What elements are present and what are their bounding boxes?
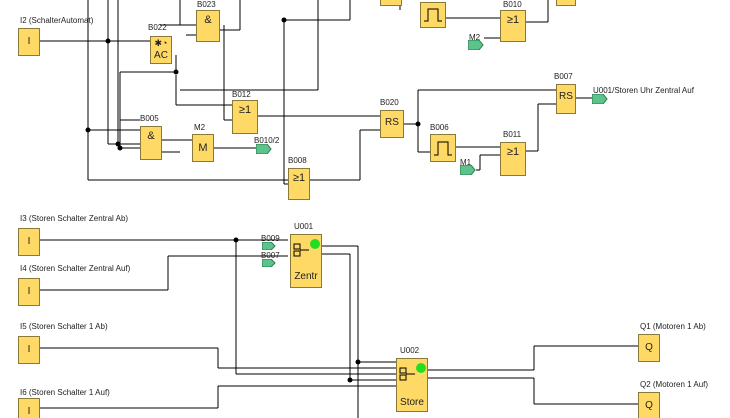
input-i6-label: I6 (Storen Schalter 1 Auf) [20,388,110,397]
b007-ref-flag-icon [262,259,276,267]
u001-label: U001 [294,222,314,231]
b023-block[interactable]: & [196,10,220,42]
input-i6-block[interactable]: I [18,398,40,418]
b009-flag-label: B009 [261,234,280,243]
b006-label: B006 [430,123,449,132]
b007-symbol: RS [559,91,573,102]
b007-label: B007 [554,72,573,81]
input-i4-block[interactable]: I [18,278,40,306]
u001-symbol: Zentr [294,271,318,282]
output-q2-label: Q2 (Motoren 1 Auf) [640,380,709,389]
b008-symbol: ≥1 [292,172,306,184]
b007-block[interactable]: RS [556,84,576,114]
b023-label: B023 [197,0,216,9]
b011-symbol: ≥1 [506,146,520,158]
input-i3-label: I3 (Storen Schalter Zentral Ab) [20,214,129,223]
m2-block[interactable]: M [192,134,214,162]
m2-flag-icon [468,40,484,50]
b020-label: B020 [380,98,399,107]
b005-block[interactable]: & [140,126,162,160]
b010-symbol: ≥1 [506,14,520,26]
b012-label: B012 [232,90,251,99]
pulse-icon [424,8,442,22]
b006-top-block[interactable] [420,2,446,28]
shade-icon [293,243,309,257]
b005-label: B005 [140,114,159,123]
b020-block[interactable]: RS [380,110,404,138]
status-led [310,239,320,249]
b022-symbol: AC [154,50,168,61]
b011-label: B011 [503,130,522,139]
b010-label: B010 [503,0,522,9]
b005-symbol: & [147,130,155,142]
top-partial-block-left[interactable] [380,0,402,6]
input-i5-label: I5 (Storen Schalter 1 Ab) [20,322,108,331]
b020-symbol: RS [385,117,399,128]
output-q2-block[interactable]: Q [638,392,660,418]
m2-flag-label: M2 [469,33,481,42]
u001-output-flag-icon [592,94,608,104]
m2-label: M2 [194,123,206,132]
u002-block[interactable]: Store [396,358,428,412]
b012-symbol: ≥1 [238,104,252,116]
b010-block[interactable]: ≥1 [500,10,526,42]
b009-flag-icon [262,242,276,250]
shade-icon [399,367,415,381]
b010-2-flag-label: B010/2 [254,136,280,145]
u002-label: U002 [400,346,420,355]
u001-block[interactable]: Zentr [290,234,322,288]
b008-label: B008 [288,156,307,165]
m1-flag-label: M1 [460,158,472,167]
u002-symbol: Store [400,397,424,408]
top-partial-block-right[interactable] [556,0,576,6]
b023-symbol: & [204,14,212,26]
output-q1-block[interactable]: Q [638,334,660,362]
u001-output-flag-label: U001/Storen Uhr Zentral Auf [593,86,694,95]
m1-flag-icon [460,165,476,175]
b011-block[interactable]: ≥1 [500,142,526,176]
b022-block[interactable]: ✱◔ AC [150,36,172,64]
input-i2-label: I2 (SchalterAutomat) [20,16,94,25]
b007-ref-flag-label: B007 [261,251,280,260]
pulse-icon [434,141,452,156]
b010-2-flag-icon [256,144,272,154]
m2-symbol: M [198,142,208,154]
b022-label: B022 [148,23,167,32]
input-i5-block[interactable]: I [18,336,40,364]
input-i3-block[interactable]: I [18,228,40,256]
b006-block[interactable] [430,134,456,162]
input-i4-label: I4 (Storen Schalter Zentral Auf) [20,264,131,273]
b008-block[interactable]: ≥1 [288,168,310,200]
output-q1-label: Q1 (Motoren 1 Ab) [640,322,706,331]
input-i2-block[interactable]: I [18,28,40,56]
b012-block[interactable]: ≥1 [232,100,258,134]
clock-icon: ✱◔ [154,38,168,48]
status-led [416,363,426,373]
